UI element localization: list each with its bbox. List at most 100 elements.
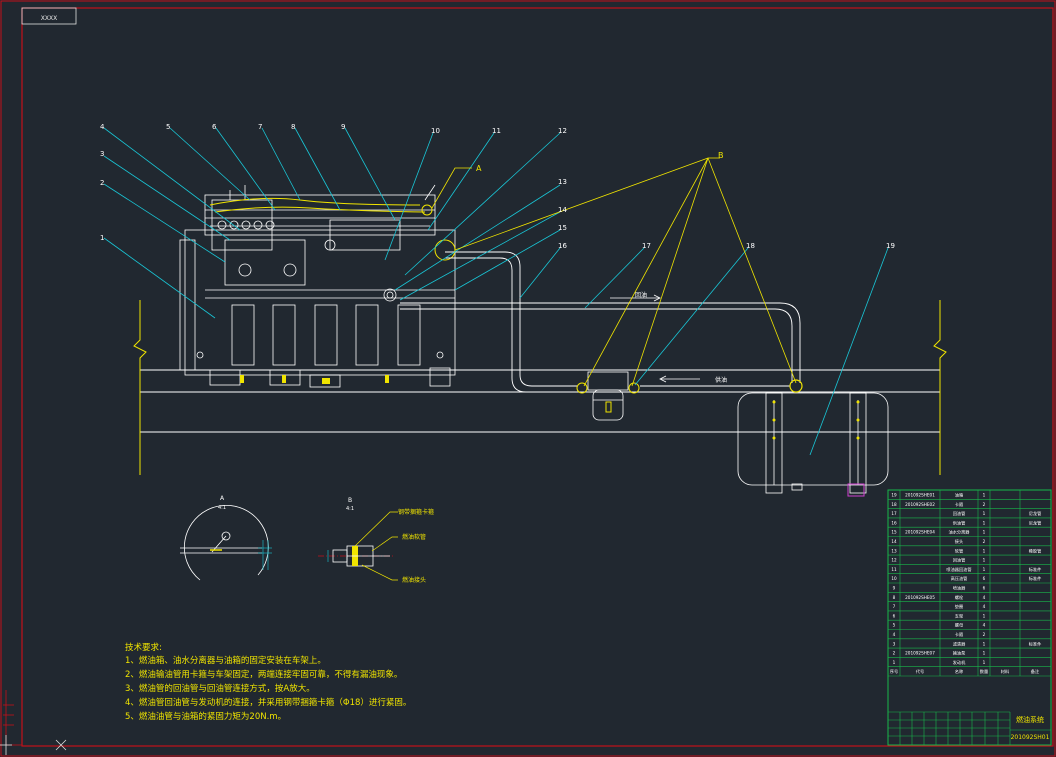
bom-cell-no: 6 — [893, 613, 896, 618]
bom-cell-no: 1 — [893, 660, 896, 665]
callout-12: 12 — [558, 127, 567, 135]
bom-cell-no: 10 — [891, 576, 897, 581]
bom-cell-name: 油箱 — [955, 492, 963, 499]
callout-15: 15 — [558, 224, 567, 232]
bom-cell-qty: 1 — [983, 548, 986, 553]
water-separator — [587, 371, 629, 421]
bom-header-cell: 名称 — [955, 668, 963, 675]
callout-4: 4 — [100, 123, 105, 131]
bom-cell-code: 201092SHE07 — [905, 651, 935, 656]
detail-b-part-1: 钢带捆箍卡箍 — [398, 508, 434, 516]
note-3: 3、燃油管的回油管与回油管连接方式，按A放大。 — [125, 684, 315, 694]
bom-cell-remark: 标准件 — [1029, 640, 1042, 647]
bom-cell-qty: 2 — [983, 502, 986, 507]
bom-cell-name: 输油泵 — [953, 650, 966, 657]
callout-17: 17 — [642, 242, 651, 250]
callout-9: 9 — [341, 123, 345, 131]
bom-cell-remark: 尼龙管 — [1029, 519, 1042, 526]
bom-cell-qty: 1 — [983, 660, 986, 665]
bom-cell-no: 7 — [893, 604, 896, 609]
bom-cell-name: 螺母 — [955, 622, 963, 629]
note-1: 1、燃油箱、油水分离器与油箱的固定安装在车架上。 — [125, 656, 326, 666]
detail-b-title: B — [348, 497, 352, 504]
bom-cell-no: 14 — [891, 539, 897, 544]
bom-header-cell: 备注 — [1031, 668, 1040, 675]
callout-1: 1 — [100, 234, 104, 242]
bom-cell-qty: 6 — [983, 586, 986, 591]
bom-cell-qty: 1 — [983, 651, 986, 656]
callout-11: 11 — [492, 127, 501, 135]
bom-cell-name: 滤清器 — [953, 640, 966, 647]
bom-header-cell: 数量 — [980, 668, 988, 675]
callout-16: 16 — [558, 242, 567, 250]
tank-drain-plug — [847, 483, 865, 497]
fuel-tank — [737, 392, 889, 494]
engine — [179, 184, 456, 388]
bom-cell-qty: 6 — [983, 576, 986, 581]
callout-5: 5 — [166, 123, 170, 131]
detail-b-part-3: 燃油接头 — [402, 576, 426, 584]
bom-cell-no: 8 — [893, 595, 896, 600]
bom-cell-qty: 2 — [983, 539, 986, 544]
bom-cell-qty: 4 — [983, 595, 986, 600]
bom-cell-name: 支架 — [955, 612, 963, 619]
bom-drawing-no: 201092SH01 — [1011, 734, 1050, 741]
bom-cell-qty: 1 — [983, 567, 986, 572]
bom-cell-no: 17 — [891, 511, 897, 516]
bom-cell-qty: 1 — [983, 530, 986, 535]
bom-cell-remark: 标准件 — [1029, 575, 1042, 582]
detail-view-b: B 4:1 钢带捆箍卡箍 燃油软管 燃油接头 — [318, 497, 434, 584]
bom-cell-qty: 1 — [983, 511, 986, 516]
callout-18: 18 — [746, 242, 755, 250]
flow-label-return: 回油 — [635, 291, 647, 299]
notes-heading: 技术要求: — [125, 643, 162, 653]
bom-cell-no: 3 — [893, 641, 896, 646]
detail-b-part-2: 燃油软管 — [402, 533, 426, 541]
bom-cell-qty: 1 — [983, 613, 986, 618]
callout-10: 10 — [431, 127, 440, 135]
bom-cell-no: 16 — [891, 520, 897, 525]
bom-cell-name: 供油管 — [953, 519, 966, 526]
bom-cell-remark: 标准件 — [1029, 566, 1042, 573]
note-5: 5、燃油油管与油箱的紧固力矩为20N.m。 — [125, 712, 287, 722]
bom-cell-qty: 1 — [983, 520, 986, 525]
bom-cell-name: 回油管 — [953, 510, 966, 517]
detail-label-b: B — [718, 151, 724, 160]
bom-cell-name: 喷油器回油管 — [946, 566, 971, 573]
flow-arrows — [610, 294, 700, 383]
bom-cell-qty: 2 — [983, 632, 986, 637]
chassis-frame — [139, 369, 940, 433]
detail-a-scale: 4:1 — [218, 505, 226, 511]
bom-cell-no: 2 — [893, 651, 896, 656]
bom-cell-name: 接头 — [955, 538, 963, 545]
bom-cell-qty: 4 — [983, 604, 986, 609]
tank-clamp — [789, 379, 803, 393]
separator-clamps — [576, 382, 640, 413]
bom-cell-no: 9 — [893, 586, 896, 591]
bom-cell-no: 15 — [891, 530, 897, 535]
bom-cell-qty: 4 — [983, 623, 986, 628]
note-4: 4、燃油管回油管与发动机的连接，并采用钢带捆箍卡箍（Φ18）进行紧固。 — [125, 698, 412, 708]
bom-cell-no: 4 — [893, 632, 896, 637]
bom-cell-qty: 1 — [983, 493, 986, 498]
bom-cell-name: 软管 — [955, 547, 963, 554]
fuel-lines — [400, 251, 801, 393]
bom-cell-no: 19 — [891, 493, 897, 498]
bom-cell-name: 高压油管 — [951, 575, 968, 582]
bom-cell-name: 回油管 — [953, 557, 966, 564]
bom-title: 燃油系统 — [1016, 715, 1044, 724]
callout-8: 8 — [291, 123, 295, 131]
bom-cell-name: 发动机 — [953, 659, 966, 666]
detail-callout-lines — [431, 157, 797, 387]
callout-3: 3 — [100, 150, 104, 158]
bom-cell-name: 喷油器 — [953, 585, 966, 592]
flow-label-supply: 供油 — [715, 376, 727, 384]
leader-lines — [103, 127, 889, 456]
bom-cell-name: 卡箍 — [955, 501, 964, 508]
callout-numbers: 1 2 3 4 5 6 7 8 9 10 11 12 13 14 15 16 1… — [100, 123, 895, 250]
callout-13: 13 — [558, 178, 567, 186]
bom-header-cell: 序号 — [890, 668, 898, 675]
